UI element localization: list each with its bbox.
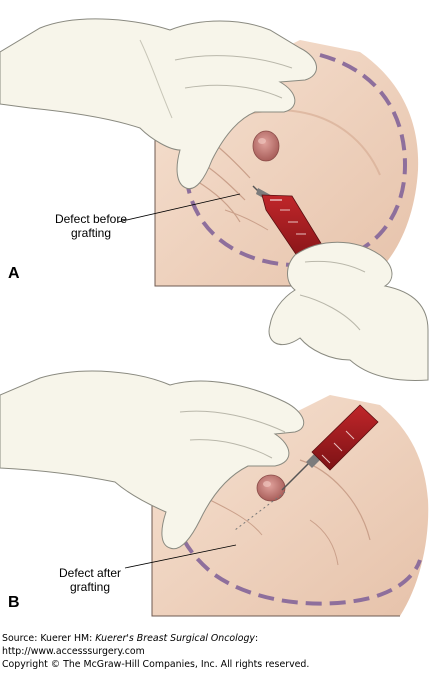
panel-a-letter: A: [8, 265, 20, 282]
panel-b-callout-line: [124, 544, 237, 569]
panel-b-callout-line2: grafting: [69, 580, 111, 594]
panel-b-letter: B: [8, 594, 20, 611]
source-line: Source: Kuerer HM: Kuerer's Breast Surgi…: [2, 633, 259, 644]
panel-a-top-glove: [0, 18, 317, 190]
panel-b-callout-line1: Defect after: [58, 566, 122, 580]
panel-b-callout-label: Defect after grafting: [40, 566, 140, 594]
panel-b-nipple: [256, 474, 286, 502]
source-url[interactable]: http://www.accesssurgery.com: [2, 646, 145, 657]
panel-a-callout-line2: grafting: [70, 226, 112, 240]
panel-a-callout-line: [117, 193, 241, 223]
panel-b-syringe: [281, 404, 379, 491]
panel-a-callout-label: Defect before grafting: [36, 212, 146, 240]
panel-a: [0, 18, 429, 381]
copyright-notice: Copyright © The McGraw-Hill Companies, I…: [2, 659, 310, 670]
panel-b-top-glove: [0, 370, 305, 550]
panel-b: [0, 370, 429, 617]
panel-a-nipple: [252, 130, 280, 162]
panel-a-callout-line1: Defect before: [54, 212, 128, 226]
panel-a-bottom-glove: [268, 241, 429, 381]
source-book-title: Kuerer's Breast Surgical Oncology: [95, 633, 255, 644]
source-caption: Source: Kuerer HM: Kuerer's Breast Surgi…: [2, 632, 430, 671]
medical-illustration: [0, 18, 429, 617]
